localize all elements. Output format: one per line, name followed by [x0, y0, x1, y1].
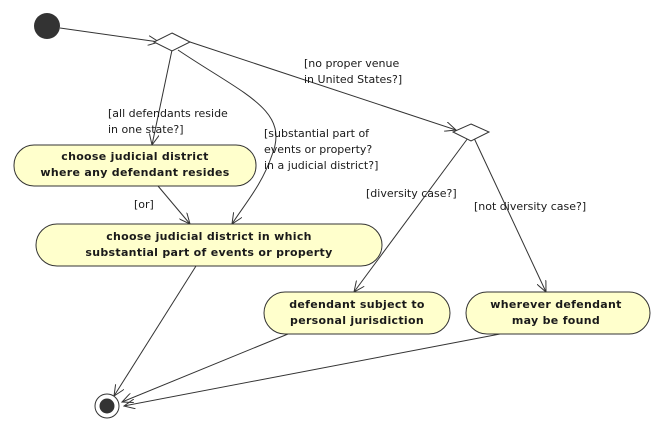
guard-all-reside-line-2: in one state?]: [108, 123, 184, 136]
guard-no-venue-line-1: [no proper venue: [304, 57, 399, 70]
action-reside: choose judicial district where any defen…: [13, 144, 257, 187]
guard-substantial-line-1: [substantial part of: [264, 127, 370, 140]
edge-found-to-final: [124, 333, 501, 406]
edge-decision1-to-reside: [152, 49, 173, 145]
action-subject-line-1: defendant subject to: [289, 298, 425, 311]
guard-substantial-line-3: in a judicial district?]: [264, 159, 378, 172]
initial-node: [34, 13, 60, 39]
guard-or: [or]: [134, 198, 154, 211]
action-found-line-1: wherever defendant: [490, 298, 621, 311]
guard-no-venue: [no proper venue in United States?]: [304, 57, 402, 86]
guard-substantial: [substantial part of events or property?…: [264, 127, 378, 172]
edge-decision2-to-subject: [354, 137, 469, 292]
edge-substantial-to-final: [114, 265, 197, 396]
action-reside-line-1: choose judicial district: [61, 150, 209, 163]
guard-not-diversity: [not diversity case?]: [474, 200, 586, 213]
decision-node-2: [451, 123, 491, 142]
guard-diversity: [diversity case?]: [366, 187, 457, 200]
action-substantial: choose judicial district in which substa…: [35, 223, 383, 267]
edge-decision2-to-found: [473, 137, 546, 292]
action-subject-line-2: personal jurisdiction: [290, 314, 424, 327]
edge-subject-to-final: [122, 333, 289, 402]
guard-all-reside: [all defendants reside in one state?]: [108, 107, 228, 136]
action-subject: defendant subject to personal jurisdicti…: [263, 291, 451, 335]
action-reside-line-2: where any defendant resides: [40, 166, 229, 179]
edge-reside-to-substantial: [157, 185, 190, 224]
edges: [59, 27, 546, 406]
edge-decision1-to-decision2: [189, 41, 456, 130]
action-found-line-2: may be found: [512, 314, 600, 327]
edge-initial-to-decision1: [59, 27, 159, 42]
final-node: [94, 393, 120, 419]
decision-node-1: [152, 32, 192, 52]
action-substantial-line-1: choose judicial district in which: [106, 230, 312, 243]
guard-all-reside-line-1: [all defendants reside: [108, 107, 228, 120]
edge-decision1-to-substantial: [177, 49, 277, 224]
action-found: wherever defendant may be found: [465, 291, 651, 335]
action-substantial-line-2: substantial part of events or property: [85, 246, 332, 259]
guard-no-venue-line-2: in United States?]: [304, 73, 402, 86]
guard-substantial-line-2: events or property?: [264, 143, 372, 156]
